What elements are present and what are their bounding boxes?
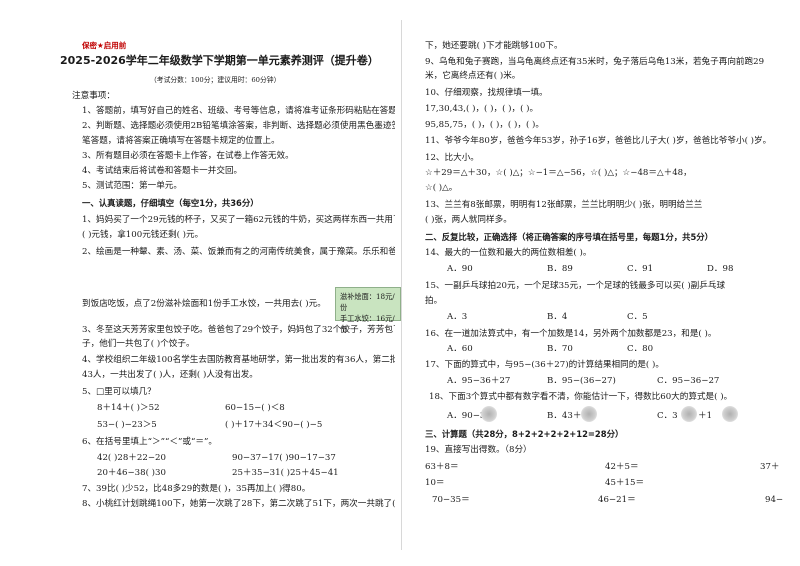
option-a: A．90−3	[447, 411, 486, 421]
question-line: 14、最大的一位数和最大的两位数相差( )。	[425, 248, 592, 258]
confidential-label: 保密★启用前	[82, 41, 127, 50]
q5-item: 8＋14＋( )＞52	[97, 403, 160, 413]
blurred-digit	[681, 406, 697, 422]
q6-item: 25＋35−31( )25＋45−41	[232, 468, 339, 478]
option-b: B．43＋2	[547, 411, 587, 421]
note-line: 2、判断题、选择题必须使用2B铅笔填涂答案，非判断、选择题必须使用黑色墨迹签字笔…	[82, 121, 395, 131]
question-line: 米，它离终点还有( )米。	[425, 71, 521, 81]
page-divider	[401, 20, 402, 550]
question-line: 到饭店吃饭，点了2份滋补烩面和1份手工水饺，一共用去( )元。	[82, 299, 326, 309]
option-b: B．70	[547, 344, 573, 354]
blurred-digit	[581, 406, 597, 422]
question-line: 43人，一共出发了( )人，还剩( )人没有出发。	[82, 370, 258, 380]
option-c: C．91	[627, 264, 654, 274]
calc-item: 94−	[765, 495, 784, 505]
question-line: 2、绘画是一种颦、素、汤、菜、饭兼而有之的河南传统美食，属于豫菜。乐乐和爸爸、妈…	[82, 247, 395, 257]
option-a: A．60	[447, 344, 473, 354]
calc-item: 42＋5＝	[605, 462, 639, 472]
notes-heading: 注意事项：	[72, 91, 115, 101]
exam-info: （考试分数：100分；建议用时：60分钟）	[150, 76, 281, 84]
option-b: B．95−(36−27)	[547, 376, 616, 386]
price-item: 手工水饺：16元/份	[340, 314, 395, 334]
question-line: 7、39比( )少52，比48多29的数是( )，35再加上( )得80。	[82, 484, 311, 494]
question-line: 3、冬至这天芳芳家里包饺子吃。爸爸包了29个饺子，妈妈包了32个饺子，芳芳包了1…	[82, 325, 395, 335]
q5-item: 60−15−( )＜8	[225, 403, 285, 413]
q6-item: 42( )28＋22−20	[97, 453, 166, 463]
price-item: 滋补烩面：18元/份	[340, 292, 395, 312]
option-c: C．80	[627, 344, 654, 354]
question-line: 19、直接写出得数。（8分）	[425, 445, 532, 455]
option-c: C．95−36−27	[657, 376, 720, 386]
question-line: 拍。	[425, 296, 443, 306]
price-list-box: 滋补烩面：18元/份 手工水饺：16元/份	[335, 287, 401, 334]
question-line: ( )元钱，拿100元钱还剩( )元。	[82, 230, 204, 240]
blurred-digit	[722, 406, 738, 422]
question-line: 12、比大小。	[425, 153, 479, 163]
note-line: 3、所有题目必须在答题卡上作答，在试卷上作答无效。	[82, 151, 294, 161]
note-line: 笔答题，请将答案正确填写在答题卡规定的位置上。	[82, 136, 280, 146]
question-line: 16、在一道加法算式中，有一个加数是14，另外两个加数都是23，和是( )。	[425, 329, 717, 339]
calc-item: 45＋15＝	[605, 478, 645, 488]
question-line: 9、乌龟和兔子赛跑，当乌龟离终点还有35米时，兔子落后乌龟13米，若兔子再向前跑…	[425, 57, 765, 67]
section-2-heading: 二、反复比较，正确选择（将正确答案的序号填在括号里，每题1分，共5分）	[425, 232, 714, 242]
question-line: 8、小桃红计划跳绳100下，她第一次跳了28下，第二次跳了51下，两次一共跳了(…	[82, 499, 395, 509]
q5-item: 53−( )−23＞5	[97, 420, 157, 430]
question-line: 15、一副乒乓球拍20元，一个足球35元，一个足球的钱最多可以买( )副乒乓球	[425, 281, 726, 291]
question-line: 子，他们一共包了( )个饺子。	[82, 339, 195, 349]
option-c-rest: ＋1	[698, 411, 713, 421]
question-line: 13、兰兰有8张邮票，明明有12张邮票，兰兰比明明少( )张，明明给兰兰	[425, 200, 703, 210]
question-line: 10、仔细观察，找规律填一填。	[425, 88, 548, 98]
option-a: A．90	[447, 264, 473, 274]
calc-item: 10＝	[425, 478, 445, 488]
question-line: 下，她还要跳( )下才能跳够100下。	[425, 41, 563, 51]
question-line: 17、下面的算式中，与95−(36＋27)的计算结果相同的是( )。	[425, 360, 664, 370]
q5-item: ( )＋17＋34＜90−( )−5	[225, 420, 323, 430]
q6-item: 20＋46−38( )30	[97, 468, 166, 478]
section-1-heading: 一、认真读题，仔细填空（每空1分，共36分）	[82, 198, 259, 208]
question-line: ☆( )△。	[425, 183, 458, 193]
note-line: 1、答题前，填写好自己的姓名、班级、考号等信息，请将准考证条形码粘贴在答题卡规定…	[82, 106, 395, 116]
section-3-heading: 三、计算题（共28分，8+2+2+2+2+12=28分）	[425, 429, 624, 439]
sequence-line: 95,85,75，( )，( )，( )，( )。	[425, 120, 544, 130]
calc-item: 63＋8＝	[425, 462, 459, 472]
calc-item: 46−21＝	[598, 495, 636, 505]
question-line: 5、□里可以填几？	[82, 387, 156, 397]
left-page: 保密★启用前 2025-2026学年二年级数学下学期第一单元素养测评（提升卷） …	[0, 0, 395, 566]
option-a: A．95−36＋27	[447, 376, 511, 386]
note-line: 5、测试范围：第一单元。	[82, 181, 182, 191]
question-line: 18、下面3个算式中都有数字看不清，你能估计一下，得数比60大的算式是( )。	[429, 392, 733, 402]
option-a: A．3	[447, 312, 468, 322]
option-d: D．98	[707, 264, 734, 274]
question-line: 4、学校组织二年级100名学生去国防教育基地研学，第一批出发的有36人，第二批出…	[82, 355, 395, 365]
option-b: B．4	[547, 312, 568, 322]
question-line: 6、在括号里填上“＞”“＜”或“＝”。	[82, 437, 217, 447]
question-line: 11、爷爷今年80岁，爸爸今年53岁，孙子16岁，爸爸比儿子大( )岁，爸爸比爷…	[425, 136, 772, 146]
calc-item: 70−35＝	[432, 495, 470, 505]
exam-title: 2025-2026学年二年级数学下学期第一单元素养测评（提升卷）	[60, 54, 379, 67]
option-c: C．5	[627, 312, 648, 322]
note-line: 4、考试结束后将试卷和答题卡一并交回。	[82, 166, 243, 176]
right-page: 下，她还要跳( )下才能跳够100下。 9、乌龟和兔子赛跑，当乌龟离终点还有35…	[405, 0, 800, 566]
option-c: C．3	[657, 411, 678, 421]
question-line: ( )张，两人就同样多。	[425, 215, 512, 225]
blurred-digit	[481, 406, 497, 422]
sequence-line: 17,30,43,( )，( )，( )，( )。	[425, 104, 539, 114]
question-line: ☆＋29＝△＋30，☆( )△；☆−1＝△−56，☆( )△；☆−48＝△＋48…	[425, 168, 692, 178]
question-line: 1、妈妈买了一个29元钱的杯子，又买了一箱62元钱的牛奶，买这两样东西一共用了	[82, 215, 395, 225]
option-b: B．89	[547, 264, 573, 274]
calc-item: 37＋	[760, 462, 780, 472]
q6-item: 90−37−17( )90−17−37	[232, 453, 336, 463]
